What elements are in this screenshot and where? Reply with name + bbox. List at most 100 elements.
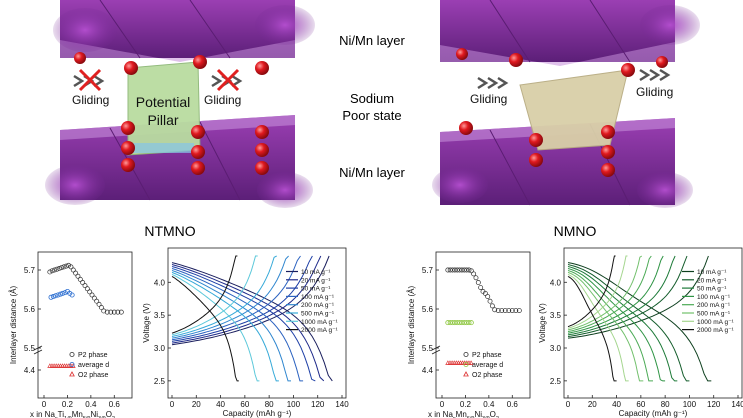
y-tick-label: 4.0 [154, 278, 166, 287]
x-label-subscript: 3/9 [98, 416, 106, 418]
legend-label: 1000 mA g⁻¹ [301, 319, 339, 326]
x-label-part: Ti [58, 410, 65, 418]
bottom-layer-slab [45, 115, 313, 208]
discharge-curve [567, 273, 629, 382]
p2-phase-point [108, 309, 114, 315]
y-tick-label: 3.5 [550, 311, 562, 320]
legend-label: 100 mA g⁻¹ [301, 294, 335, 301]
top-layer-slab-right [440, 0, 700, 66]
x-tick-label: 60 [240, 400, 249, 409]
average-d-point [459, 320, 465, 326]
charge-curve [567, 255, 688, 337]
p2-phase-point [457, 267, 463, 273]
charge-curve [567, 255, 628, 329]
x-axis-label: Capacity (mAh g⁻¹) [619, 409, 688, 418]
p2-phase-point [499, 308, 505, 314]
top-layer-slab [53, 0, 315, 62]
discharge-curve [567, 271, 644, 382]
x-label-subscript: 5/9 [83, 416, 91, 418]
x-tick-label: 0.4 [85, 400, 97, 409]
x-label-part: x in Na [30, 410, 55, 418]
p2-phase-point [450, 267, 455, 273]
p2-phase-point [96, 301, 102, 307]
discharge-curve [171, 264, 325, 382]
y-tick-label: 3.5 [154, 311, 166, 320]
p2-phase-point [75, 273, 81, 279]
x-tick-label: 0.4 [483, 400, 495, 409]
charge-curve [171, 255, 238, 334]
y-tick-label: 5.6 [422, 305, 434, 314]
legend-label: 10 mA g⁻¹ [697, 269, 727, 276]
gliding-label-right-scene-left: Gliding [470, 92, 507, 106]
y-tick-label: 5.7 [24, 266, 36, 275]
legend-label: 20 mA g⁻¹ [301, 277, 331, 284]
discharge-curve [567, 268, 666, 382]
legend-label: 500 mA g⁻¹ [697, 311, 731, 318]
p2-phase-point [452, 267, 458, 273]
legend-label: 500 mA g⁻¹ [301, 311, 335, 318]
x-tick-label: 0 [566, 400, 571, 409]
p2-phase-point [63, 263, 69, 269]
x-label-part: x in Na [428, 410, 453, 418]
p2-phase-point [485, 294, 491, 299]
average-d-point [62, 290, 68, 296]
ntmno-structure-illustration: Gliding Gliding Potential Pillar [45, 0, 315, 208]
x-axis-label: x in NaxTi1/9Mn5/9Ni3/9O2 [30, 410, 115, 418]
charge-curve [567, 255, 676, 336]
legend-label: 50 mA g⁻¹ [697, 286, 727, 293]
voltage-frame [563, 247, 743, 399]
y-axis-label: Interlayer distance (Å) [407, 286, 416, 365]
average-d-point [445, 320, 451, 326]
p2-phase-point [61, 264, 67, 270]
p2-phase-point [47, 269, 53, 275]
average-d-point [468, 320, 474, 326]
gliding-label-left: Gliding [72, 93, 109, 107]
interlayer-frame [37, 251, 133, 399]
average-d-point [53, 293, 59, 299]
x-label-subscript: 2 [496, 416, 499, 418]
panel-title-ntmno: NTMNO [144, 223, 195, 239]
sheared-pillar [519, 69, 629, 151]
y-tick-label: 5.6 [24, 305, 36, 314]
legend-label: P2 phase [78, 352, 108, 359]
x-axis-label: Capacity (mAh g⁻¹) [223, 409, 292, 418]
p2-phase-point [495, 308, 501, 314]
p2-phase-point [447, 267, 453, 273]
legend-label: P2 phase [472, 352, 502, 359]
x-label-part: O [106, 410, 112, 418]
discharge-curve [567, 266, 678, 382]
p2-phase-point [98, 304, 104, 310]
x-label-subscript: 2 [112, 416, 115, 418]
average-d-point [452, 320, 458, 326]
x-tick-label: 80 [265, 400, 274, 409]
x-tick-label: 20 [588, 400, 597, 409]
gliding-blocked-arrows-left [73, 68, 105, 92]
x-label-part: O [490, 410, 496, 418]
average-d-point [50, 294, 56, 300]
p2-phase-point [89, 292, 95, 298]
y-axis-label: Voltage (V) [142, 303, 151, 343]
discharge-curve [171, 266, 316, 382]
average-d-point [447, 320, 453, 326]
p2-phase-point [516, 308, 522, 314]
p2-phase-point [84, 286, 90, 292]
p2-phase-point [482, 290, 488, 296]
panel-title-nmno: NMNO [554, 223, 597, 239]
p2-phase-point [101, 308, 107, 314]
gliding-label-right: Gliding [204, 93, 241, 107]
average-d-point [57, 291, 63, 297]
p2-phase-point [91, 295, 97, 301]
average-d-point [48, 294, 54, 300]
y-tick-label: 5.5 [422, 344, 434, 353]
p2-phase-point [478, 285, 484, 290]
x-label-part: Mn [456, 410, 467, 418]
gliding-arrows-right-scene-right [639, 68, 671, 82]
average-d-point [69, 292, 75, 298]
legend-label: 2000 mA g⁻¹ [697, 327, 735, 334]
legend-label: 2000 mA g⁻¹ [301, 327, 339, 334]
y-tick-label: 3.0 [550, 344, 562, 353]
legend-label: 100 mA g⁻¹ [697, 294, 731, 301]
x-tick-label: 0 [440, 400, 445, 409]
